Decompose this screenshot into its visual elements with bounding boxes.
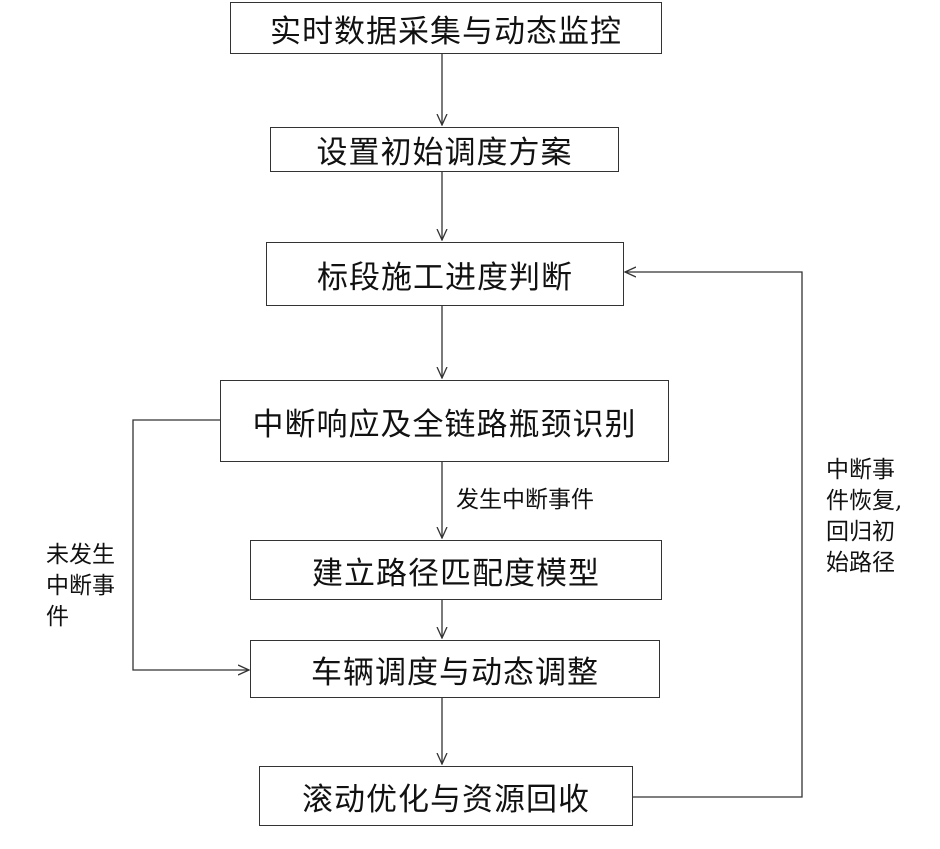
label-interrupt-recovered: 中断事 件恢复, 回归初 始路径 <box>826 455 902 579</box>
step-progress-judgment: 标段施工进度判断 <box>266 242 624 306</box>
step-vehicle-dispatch: 车辆调度与动态调整 <box>250 640 660 698</box>
label-no-interrupt: 未发生 中断事 件 <box>46 540 115 633</box>
step-bottleneck-identification: 中断响应及全链路瓶颈识别 <box>220 380 669 462</box>
step-initial-schedule: 设置初始调度方案 <box>270 127 619 172</box>
label-interrupt-occurred: 发生中断事件 <box>456 485 594 516</box>
arrow-s7-s3-loop <box>625 272 802 797</box>
step-rolling-optimization: 滚动优化与资源回收 <box>259 766 633 826</box>
step-realtime-monitoring: 实时数据采集与动态监控 <box>230 2 662 54</box>
step-path-matching-model: 建立路径匹配度模型 <box>250 540 662 600</box>
